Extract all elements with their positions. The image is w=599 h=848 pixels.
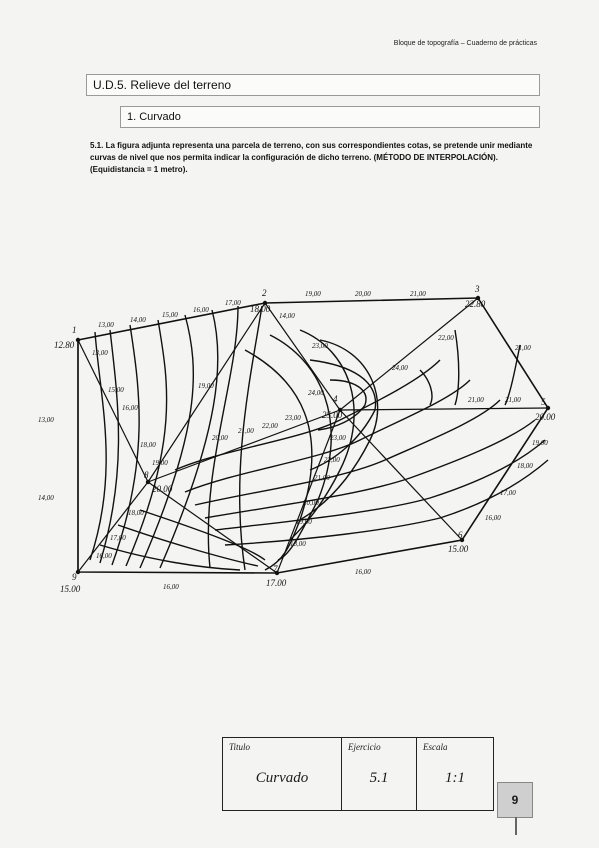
point-elevation: 17.00 — [266, 578, 287, 588]
contour-label: 21,00 — [314, 474, 330, 482]
point-number: 9 — [72, 572, 77, 582]
contour-label: 16,00 — [122, 404, 138, 412]
scale-cell: Escala 1:1 — [417, 738, 493, 810]
contour-label: 15,00 — [162, 311, 178, 319]
contour-label: 22,00 — [262, 422, 278, 430]
point-elevation: 25.00 — [322, 410, 343, 420]
contour-label: 19,00 — [305, 290, 321, 298]
exercise-label: Ejercicio — [348, 742, 381, 752]
contour-label: 13,00 — [92, 349, 108, 357]
exercise-value: 5.1 — [369, 770, 389, 786]
contour-label: 23,00 — [285, 414, 301, 422]
contour-label: 18,00 — [517, 462, 533, 470]
contour-label: 22,00 — [438, 334, 454, 342]
control-points — [75, 295, 551, 576]
contour-label: 19,00 — [198, 382, 214, 390]
title-label: Titulo — [229, 742, 251, 752]
point-number: 3 — [474, 284, 480, 294]
contour-label: 20,00 — [303, 499, 319, 507]
contour-label: 19,00 — [296, 518, 312, 526]
contour-label: 23,00 — [312, 342, 328, 350]
contour-label: 21,00 — [238, 427, 254, 435]
point-number: 1 — [72, 325, 77, 335]
point-number: 2 — [262, 288, 267, 298]
exercise-cell: Ejercicio 5.1 — [342, 738, 417, 810]
contour-label: 19,00 — [532, 439, 548, 447]
point-number: 4 — [333, 394, 338, 404]
point-elevation: 22.80 — [465, 299, 486, 309]
contour-label: 16,00 — [355, 568, 371, 576]
plot-boundary — [77, 297, 549, 574]
point-number: 6 — [458, 530, 463, 540]
contour-label: 13,00 — [38, 416, 54, 424]
contour-label: 14,00 — [130, 316, 146, 324]
contour-label: 16,00 — [485, 514, 501, 522]
title-cell: Titulo Curvado — [223, 738, 342, 810]
triangulation-lines — [77, 297, 549, 574]
contour-label: 16,00 — [163, 583, 179, 591]
contour-label: 21,00 — [505, 396, 521, 404]
point-elevation: 20.00 — [152, 484, 173, 494]
contour-label: 20,00 — [212, 434, 228, 442]
subsection-title: 1. Curvado — [127, 111, 181, 123]
running-header: Bloque de topografía – Cuaderno de práct… — [393, 40, 537, 47]
contour-label: 19,00 — [152, 459, 168, 467]
point-elevation: 18.00 — [250, 304, 271, 314]
title-value: Curvado — [255, 770, 309, 786]
point-number: 8 — [144, 470, 149, 480]
contour-label: 17,00 — [110, 534, 126, 542]
contour-label: 14,00 — [279, 312, 295, 320]
contour-label: 23,00 — [330, 434, 346, 442]
contour-label: 18,00 — [140, 441, 156, 449]
point-number: 7 — [273, 564, 278, 574]
point-elevation: 12.80 — [54, 340, 75, 350]
title-block: Titulo Curvado Ejercicio 5.1 Escala 1:1 — [222, 737, 494, 811]
subsection-heading: 1. Curvado — [120, 106, 540, 128]
contour-label: 18,00 — [290, 540, 306, 548]
contour-label: 14,00 — [38, 494, 54, 502]
contour-label: 18,00 — [128, 509, 144, 517]
point-elevation: 15.00 — [60, 584, 81, 594]
page-number-tick — [515, 817, 517, 835]
contour-value-labels: 13,00 14,00 15,00 16,00 17,00 19,00 20,0… — [38, 290, 548, 591]
contour-lines — [89, 305, 549, 571]
scale-label: Escala — [423, 742, 448, 752]
contour-label: 13,00 — [98, 321, 114, 329]
contour-label: 22,00 — [324, 456, 340, 464]
exercise-statement: 5.1. La figura adjunta representa una pa… — [90, 141, 533, 174]
point-elevation: 20.00 — [535, 412, 556, 422]
contour-label: 16,00 — [96, 552, 112, 560]
contour-label: 21,00 — [515, 344, 531, 352]
contour-label: 24,00 — [308, 389, 324, 397]
page-number: 9 — [497, 782, 533, 818]
contour-label: 24,00 — [392, 364, 408, 372]
section-title: U.D.5. Relieve del terreno — [93, 78, 232, 92]
section-heading: U.D.5. Relieve del terreno — [86, 74, 540, 96]
contour-label: 21,00 — [468, 396, 484, 404]
point-elevation: 15.00 — [448, 544, 469, 554]
contour-label: 20,00 — [355, 290, 371, 298]
contour-label: 17,00 — [500, 489, 516, 497]
contour-label: 21,00 — [410, 290, 426, 298]
contour-label: 17,00 — [225, 299, 241, 307]
contour-label: 16,00 — [193, 306, 209, 314]
scale-value: 1:1 — [445, 770, 465, 786]
point-number: 5 — [541, 397, 546, 407]
point-labels: 1 12.80 2 18.00 3 22.80 4 25.00 5 20.00 … — [54, 284, 556, 594]
contour-label: 15,00 — [108, 386, 124, 394]
